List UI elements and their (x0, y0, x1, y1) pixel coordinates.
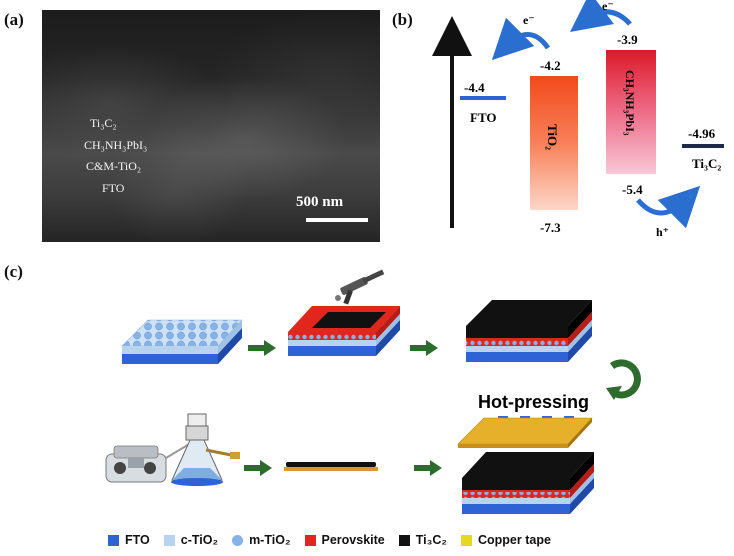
hot-pressing-label: Hot-pressing (478, 392, 589, 412)
tio2-band (530, 76, 578, 210)
scale-bar-label: 500 nm (296, 194, 344, 210)
vacuum-pump-icon (105, 439, 197, 483)
fto-name: FTO (470, 110, 497, 125)
scale-bar (306, 218, 368, 222)
tio2-name: TiO₂ (545, 124, 560, 150)
energy-level-diagram: -4.4 FTO -4.2 -7.3 TiO₂ -3.9 -5.4 CH₃NH₃… (432, 0, 724, 239)
fabrication-process-diagram: Hot-pressing (105, 269, 641, 514)
perovskite-name: CH₃NH₃PbI₃ (623, 70, 637, 136)
legend-item-copper-tape: Copper tape (460, 533, 551, 547)
perovskite-cb-value: -3.9 (617, 32, 638, 47)
ti3c2-film-on-tape (284, 462, 378, 471)
legend-label-ti3c2: Ti₃C₂ (415, 533, 447, 547)
fto-value: -4.4 (464, 80, 485, 95)
legend-label-ctio2: c-TiO₂ (180, 533, 219, 547)
legend-label-fto: FTO (125, 533, 150, 547)
panel-label-a: (a) (4, 10, 24, 29)
device-step-4 (462, 452, 594, 514)
perovskite-vb-value: -5.4 (622, 182, 643, 197)
perovskite-band (606, 50, 656, 174)
tio2-cb-value: -4.2 (540, 58, 561, 73)
sem-cross-section-image: Ti₃C₂ CH₃NH₃PbI₃ C&M-TiO₂ FTO 500 nm (42, 10, 380, 242)
legend-swatch-copper-tape (460, 534, 472, 546)
legend-item-ti3c2: Ti₃C₂ (398, 533, 447, 547)
process-arrow-2 (410, 340, 438, 356)
tio2-vb-value: -7.3 (540, 220, 561, 235)
device-step-1 (121, 319, 243, 364)
electron-label-1: e⁻ (523, 13, 535, 27)
legend-label-copper-tape: Copper tape (477, 533, 551, 547)
legend-item-mtio2: m-TiO₂ (232, 533, 291, 547)
process-arrow-3 (244, 460, 272, 476)
device-step-3 (466, 300, 592, 362)
legend-label-mtio2: m-TiO₂ (249, 533, 291, 547)
legend-item-ctio2: c-TiO₂ (163, 533, 219, 547)
legend-swatch-ctio2 (163, 534, 175, 546)
hole-label: h⁺ (656, 225, 669, 239)
filtration-flask-icon (171, 413, 240, 486)
ti3c2-name: Ti₃C₂ (692, 156, 721, 171)
copper-tape-film (457, 417, 593, 448)
legend: FTO c-TiO₂ m-TiO₂ Perovskite Ti₃C₂ Coppe… (108, 533, 565, 547)
device-step-2 (288, 306, 400, 356)
process-arrow-4 (414, 460, 442, 476)
sem-texture (42, 10, 380, 242)
panel-label-c: (c) (4, 262, 23, 281)
legend-label-perovskite: Perovskite (321, 533, 385, 547)
spray-gun-icon (335, 269, 385, 305)
electron-transfer-arrow-1 (491, 17, 551, 61)
legend-swatch-ti3c2 (398, 534, 410, 546)
panel-label-b: (b) (392, 10, 413, 29)
legend-swatch-perovskite (304, 534, 316, 546)
electron-transfer-arrow-2 (569, 0, 632, 32)
ti3c2-value: -4.96 (688, 126, 716, 141)
sem-layer-ti3c2: Ti₃C₂ (90, 116, 117, 130)
process-arrow-1 (248, 340, 276, 356)
legend-swatch-mtio2 (232, 534, 244, 546)
electron-label-2: e⁻ (602, 0, 614, 13)
sem-layer-fto: FTO (102, 181, 125, 195)
sem-layer-tio2: C&M-TiO₂ (86, 159, 142, 173)
legend-swatch-fto (108, 534, 119, 546)
legend-item-fto: FTO (108, 533, 150, 547)
legend-item-perovskite: Perovskite (304, 533, 385, 547)
rotate-arrow-icon (606, 359, 641, 400)
hole-transfer-arrow (636, 185, 701, 229)
sem-layer-perovskite: CH₃NH₃PbI₃ (84, 138, 148, 152)
